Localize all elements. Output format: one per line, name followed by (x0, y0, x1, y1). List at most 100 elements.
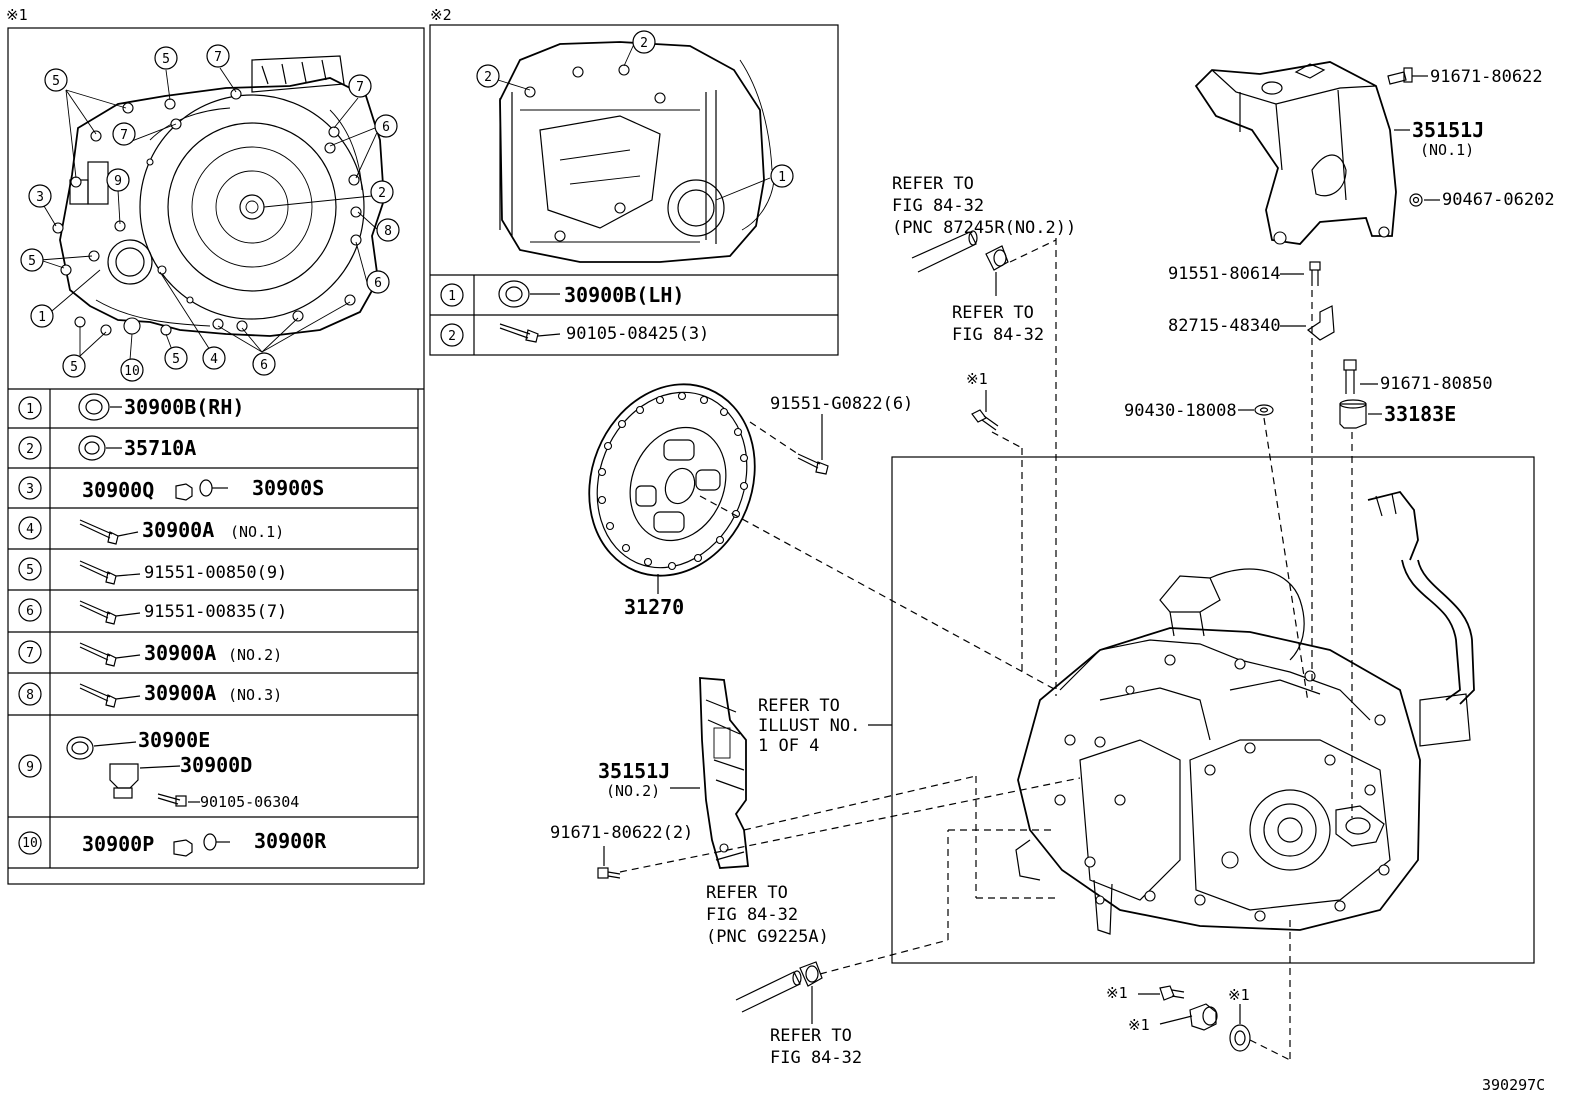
part-30900R: 30900R (254, 829, 327, 853)
hose-clamp-lower (735, 961, 823, 1013)
plug-icon (173, 833, 217, 857)
svg-text:2: 2 (640, 36, 648, 51)
svg-text:7: 7 (214, 50, 222, 65)
part-33183E: 33183E (1384, 402, 1456, 426)
callout-6-b: 6 (366, 270, 390, 294)
refer-block-3: REFER TO ILLUST NO. 1 OF 4 (758, 696, 860, 756)
transmission-case-drawing (52, 55, 385, 337)
table1-row-6: 6 (18, 598, 42, 622)
callout-7-c: 7 (348, 74, 372, 98)
leader-lines (619, 238, 1353, 1061)
svg-text:9: 9 (26, 760, 34, 775)
transaxle-drawing (1015, 490, 1475, 935)
kome1-mark-b: ※1 (1128, 1016, 1150, 1034)
bolt-91671-80850-icon (1343, 359, 1357, 394)
svg-text:1: 1 (448, 289, 456, 304)
callout-5-b: 5 (154, 46, 178, 70)
part-35151J-no1: 35151J (1412, 118, 1484, 142)
transaxle-frame (891, 456, 1535, 964)
svg-text:5: 5 (70, 360, 78, 375)
part-30900B-RH: 30900B(RH) (124, 395, 244, 419)
bolt-icon (79, 683, 117, 708)
kome1-bolt-mark: ※1 (966, 370, 988, 388)
kome1-mark-c: ※1 (1228, 986, 1250, 1004)
svg-text:10: 10 (22, 836, 38, 851)
panel2-frame (429, 24, 839, 356)
callout-6-c: 6 (252, 352, 276, 376)
refer-block-1: REFER TO FIG 84-32 (PNC 87245R(NO.2)) (892, 174, 1076, 238)
part-90105-06304: 90105-06304 (200, 793, 299, 811)
callout-2: 2 (370, 180, 394, 204)
part-30900A-no1: 30900A (142, 518, 214, 542)
washer-icon (1254, 404, 1274, 416)
callout-7-b: 7 (112, 122, 136, 146)
svg-text:(PNC G9225A): (PNC G9225A) (706, 927, 829, 947)
svg-text:6: 6 (374, 276, 382, 291)
table1-row-8: 8 (18, 682, 42, 706)
svg-text:2: 2 (26, 442, 34, 457)
panel1-frame (7, 27, 425, 885)
part-91551-80614: 91551-80614 (1168, 264, 1281, 284)
svg-text:2: 2 (484, 70, 492, 85)
o-ring-icon (66, 736, 94, 760)
part-30900A-no3-suffix: (NO.3) (228, 686, 282, 704)
part-35151J-no1-suffix: (NO.1) (1420, 141, 1474, 159)
svg-text:4: 4 (26, 522, 34, 537)
callout-5-d: 5 (62, 354, 86, 378)
part-90105-08425: 90105-08425(3) (566, 324, 709, 344)
part-90430-18008: 90430-18008 (1124, 401, 1237, 421)
bolt-kome1-top-icon (971, 409, 999, 431)
seal-ring-icon (78, 435, 106, 461)
table1-row-4: 4 (18, 516, 42, 540)
part-30900B-LH: 30900B(LH) (564, 283, 684, 307)
svg-text:REFER TO: REFER TO (770, 1026, 852, 1046)
svg-text:6: 6 (260, 358, 268, 373)
svg-text:ILLUST NO.: ILLUST NO. (758, 716, 860, 736)
part-91671-80622-top: 91671-80622 (1430, 67, 1543, 87)
part-30900P: 30900P (82, 832, 154, 856)
table1-row-2: 2 (18, 436, 42, 460)
clamp-bracket-icon (1306, 305, 1335, 341)
oil-seal-icon (498, 280, 530, 308)
bolt-91671-80622-top-icon (1387, 67, 1413, 85)
gasket-bottom-icon (1229, 1024, 1251, 1052)
part-35151J-no2: 35151J (598, 759, 670, 783)
svg-text:FIG 84-32: FIG 84-32 (892, 196, 984, 216)
clutch-disc-drawing (588, 383, 756, 577)
bracket-no2-drawing (699, 677, 749, 869)
table1-row-7: 7 (18, 640, 42, 664)
part-91671-80622-2: 91671-80622(2) (550, 823, 693, 843)
svg-text:(PNC 87245R(NO.2)): (PNC 87245R(NO.2)) (892, 218, 1076, 238)
bolt-90467-icon (1409, 193, 1423, 207)
svg-text:6: 6 (26, 604, 34, 619)
callout-4: 4 (202, 346, 226, 370)
bolt-91671-80622-2-icon (597, 867, 621, 879)
p2-callout-2-a: 2 (632, 30, 656, 54)
part-30900S: 30900S (252, 476, 324, 500)
svg-text:7: 7 (26, 646, 34, 661)
part-82715-48340: 82715-48340 (1168, 316, 1281, 336)
part-30900D: 30900D (180, 753, 252, 777)
table2-row-2: 2 (440, 323, 464, 347)
svg-text:5: 5 (52, 74, 60, 89)
svg-text:1: 1 (26, 402, 34, 417)
part-30900A-no2-suffix: (NO.2) (228, 646, 282, 664)
parts-table-1: 1 2 3 4 5 6 7 8 9 10 30900B(RH) 35710A 3… (8, 389, 419, 869)
svg-text:1 OF 4: 1 OF 4 (758, 736, 819, 756)
svg-text:REFER TO: REFER TO (706, 883, 788, 903)
part-91671-80850: 91671-80850 (1380, 374, 1493, 394)
callout-5-c: 5 (20, 248, 44, 272)
oil-seal-icon (78, 393, 110, 421)
svg-text:5: 5 (26, 563, 34, 578)
callout-3: 3 (28, 184, 52, 208)
svg-text:5: 5 (172, 352, 180, 367)
svg-text:3: 3 (36, 190, 44, 205)
bolt-icon (499, 323, 539, 343)
svg-text:FIG 84-32: FIG 84-32 (952, 325, 1044, 345)
part-31270: 31270 (624, 595, 684, 619)
bolt-icon (79, 560, 117, 585)
callout-1: 1 (30, 304, 54, 328)
part-30900E: 30900E (138, 728, 210, 752)
panel2-mark: ※2 (430, 6, 452, 24)
